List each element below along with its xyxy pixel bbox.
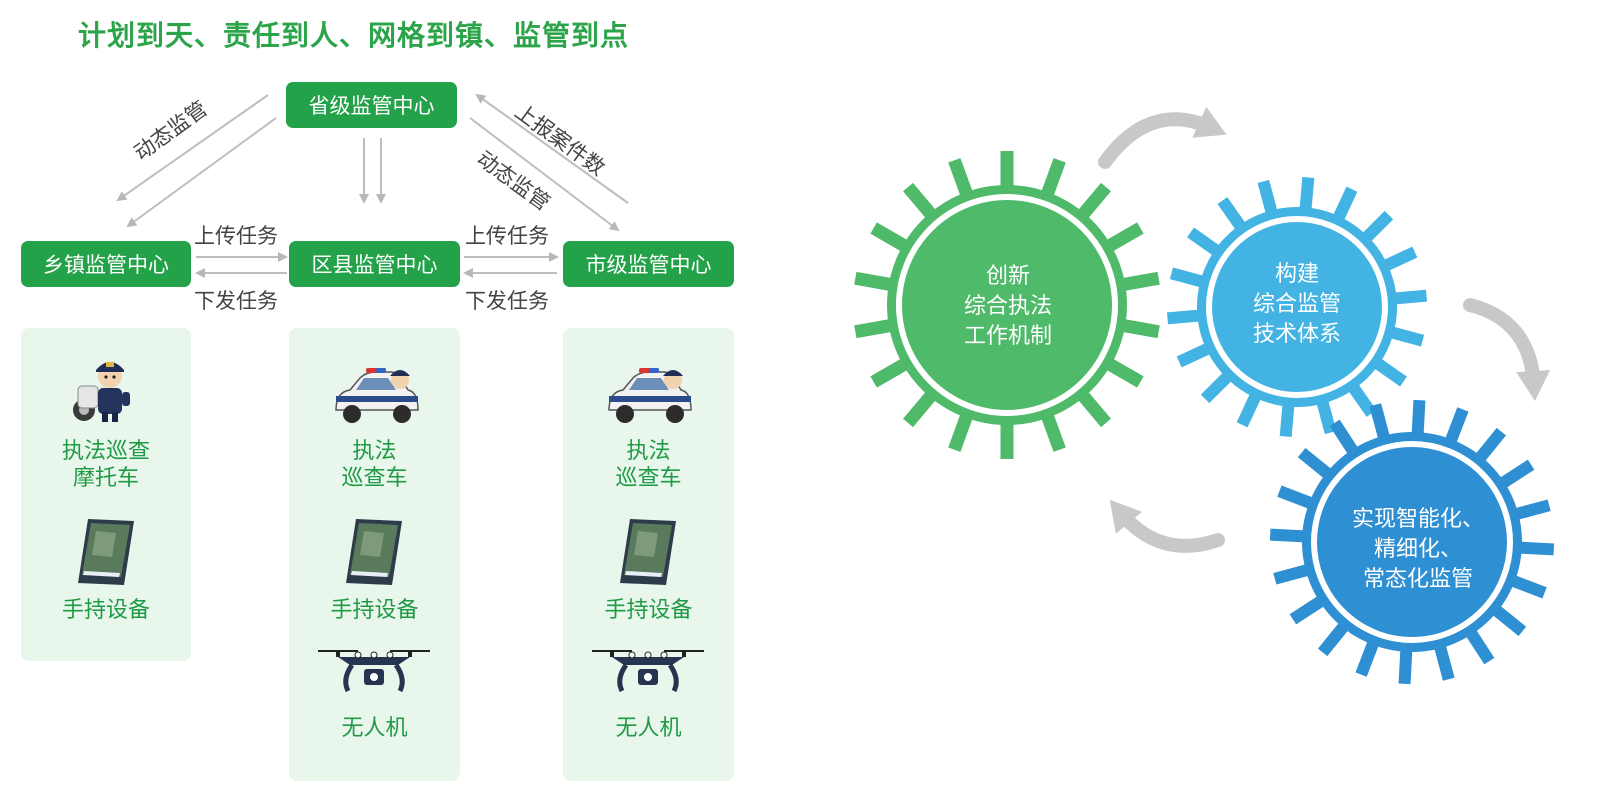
- node-county: 区县监管中心: [289, 241, 460, 287]
- drone-icon: [592, 650, 704, 693]
- handheld-device-icon: [346, 519, 402, 585]
- edge-label-upload-left: 上传任务: [194, 224, 278, 248]
- gear-body: [1197, 207, 1397, 407]
- gear-ring: [896, 194, 1118, 416]
- handheld-device-icon: [620, 519, 676, 585]
- arrow-prov-to-town-2: [126, 117, 277, 228]
- node-city: 市级监管中心: [563, 241, 734, 287]
- arrow-prov-to-city: [469, 117, 620, 232]
- gear-tooth: [1269, 528, 1313, 543]
- cycle-arrow-bottom: [1109, 499, 1225, 553]
- gear-label-1: 创新 综合执法 工作机制: [963, 264, 1052, 349]
- caption-city-handheld: 手持设备: [604, 598, 693, 623]
- drone-icon: [318, 650, 430, 693]
- gear-body: [1302, 432, 1522, 652]
- caption-county-handheld: 手持设备: [330, 598, 419, 623]
- org-connectors: [116, 93, 629, 278]
- cycle-arrow-right: [1463, 298, 1551, 401]
- caption-township-motorcycle: 执法巡查 摩托车: [61, 439, 150, 491]
- arrow-prov-to-town-1: [116, 94, 269, 202]
- gear-ring: [1311, 441, 1513, 643]
- edge-label-upload-right: 上传任务: [465, 224, 549, 248]
- gear-3: [1269, 399, 1555, 685]
- caption-city-car: 执法 巡查车: [615, 439, 682, 491]
- gear-2: [1166, 176, 1428, 438]
- caption-city-drone: 无人机: [615, 716, 682, 741]
- edge-label-issue-left: 下发任务: [194, 289, 278, 313]
- node-provincial: 省级监管中心: [286, 82, 457, 128]
- gear-body: [887, 185, 1127, 425]
- edge-label-issue-right: 下发任务: [465, 289, 549, 313]
- page-title: 计划到天、责任到人、网格到镇、监管到点: [78, 19, 630, 52]
- gear-tooth: [1000, 415, 1014, 459]
- handheld-device-icon: [78, 519, 134, 585]
- caption-county-drone: 无人机: [341, 716, 408, 741]
- patrol-car-icon: [608, 368, 692, 423]
- gear-label-2: 构建 综合监管 技术体系: [1252, 262, 1341, 347]
- gear-tooth: [1511, 541, 1555, 556]
- gear-tooth: [1398, 641, 1413, 685]
- arrow-city-to-prov: [475, 93, 629, 204]
- gear-ring: [1206, 216, 1388, 398]
- caption-county-car: 执法 巡查车: [341, 439, 408, 491]
- node-township: 乡镇监管中心: [21, 241, 191, 287]
- gear-label-3: 实现智能化、 精细化、 常态化监管: [1351, 507, 1484, 592]
- gear-1: [854, 151, 1160, 459]
- motorcycle-officer-icon: [73, 362, 130, 422]
- cycle-arrow-top: [1098, 106, 1227, 169]
- gear-tooth: [1411, 399, 1426, 443]
- gear-tooth: [1000, 151, 1014, 195]
- caption-township-handheld: 手持设备: [61, 598, 150, 623]
- patrol-car-icon: [335, 368, 419, 423]
